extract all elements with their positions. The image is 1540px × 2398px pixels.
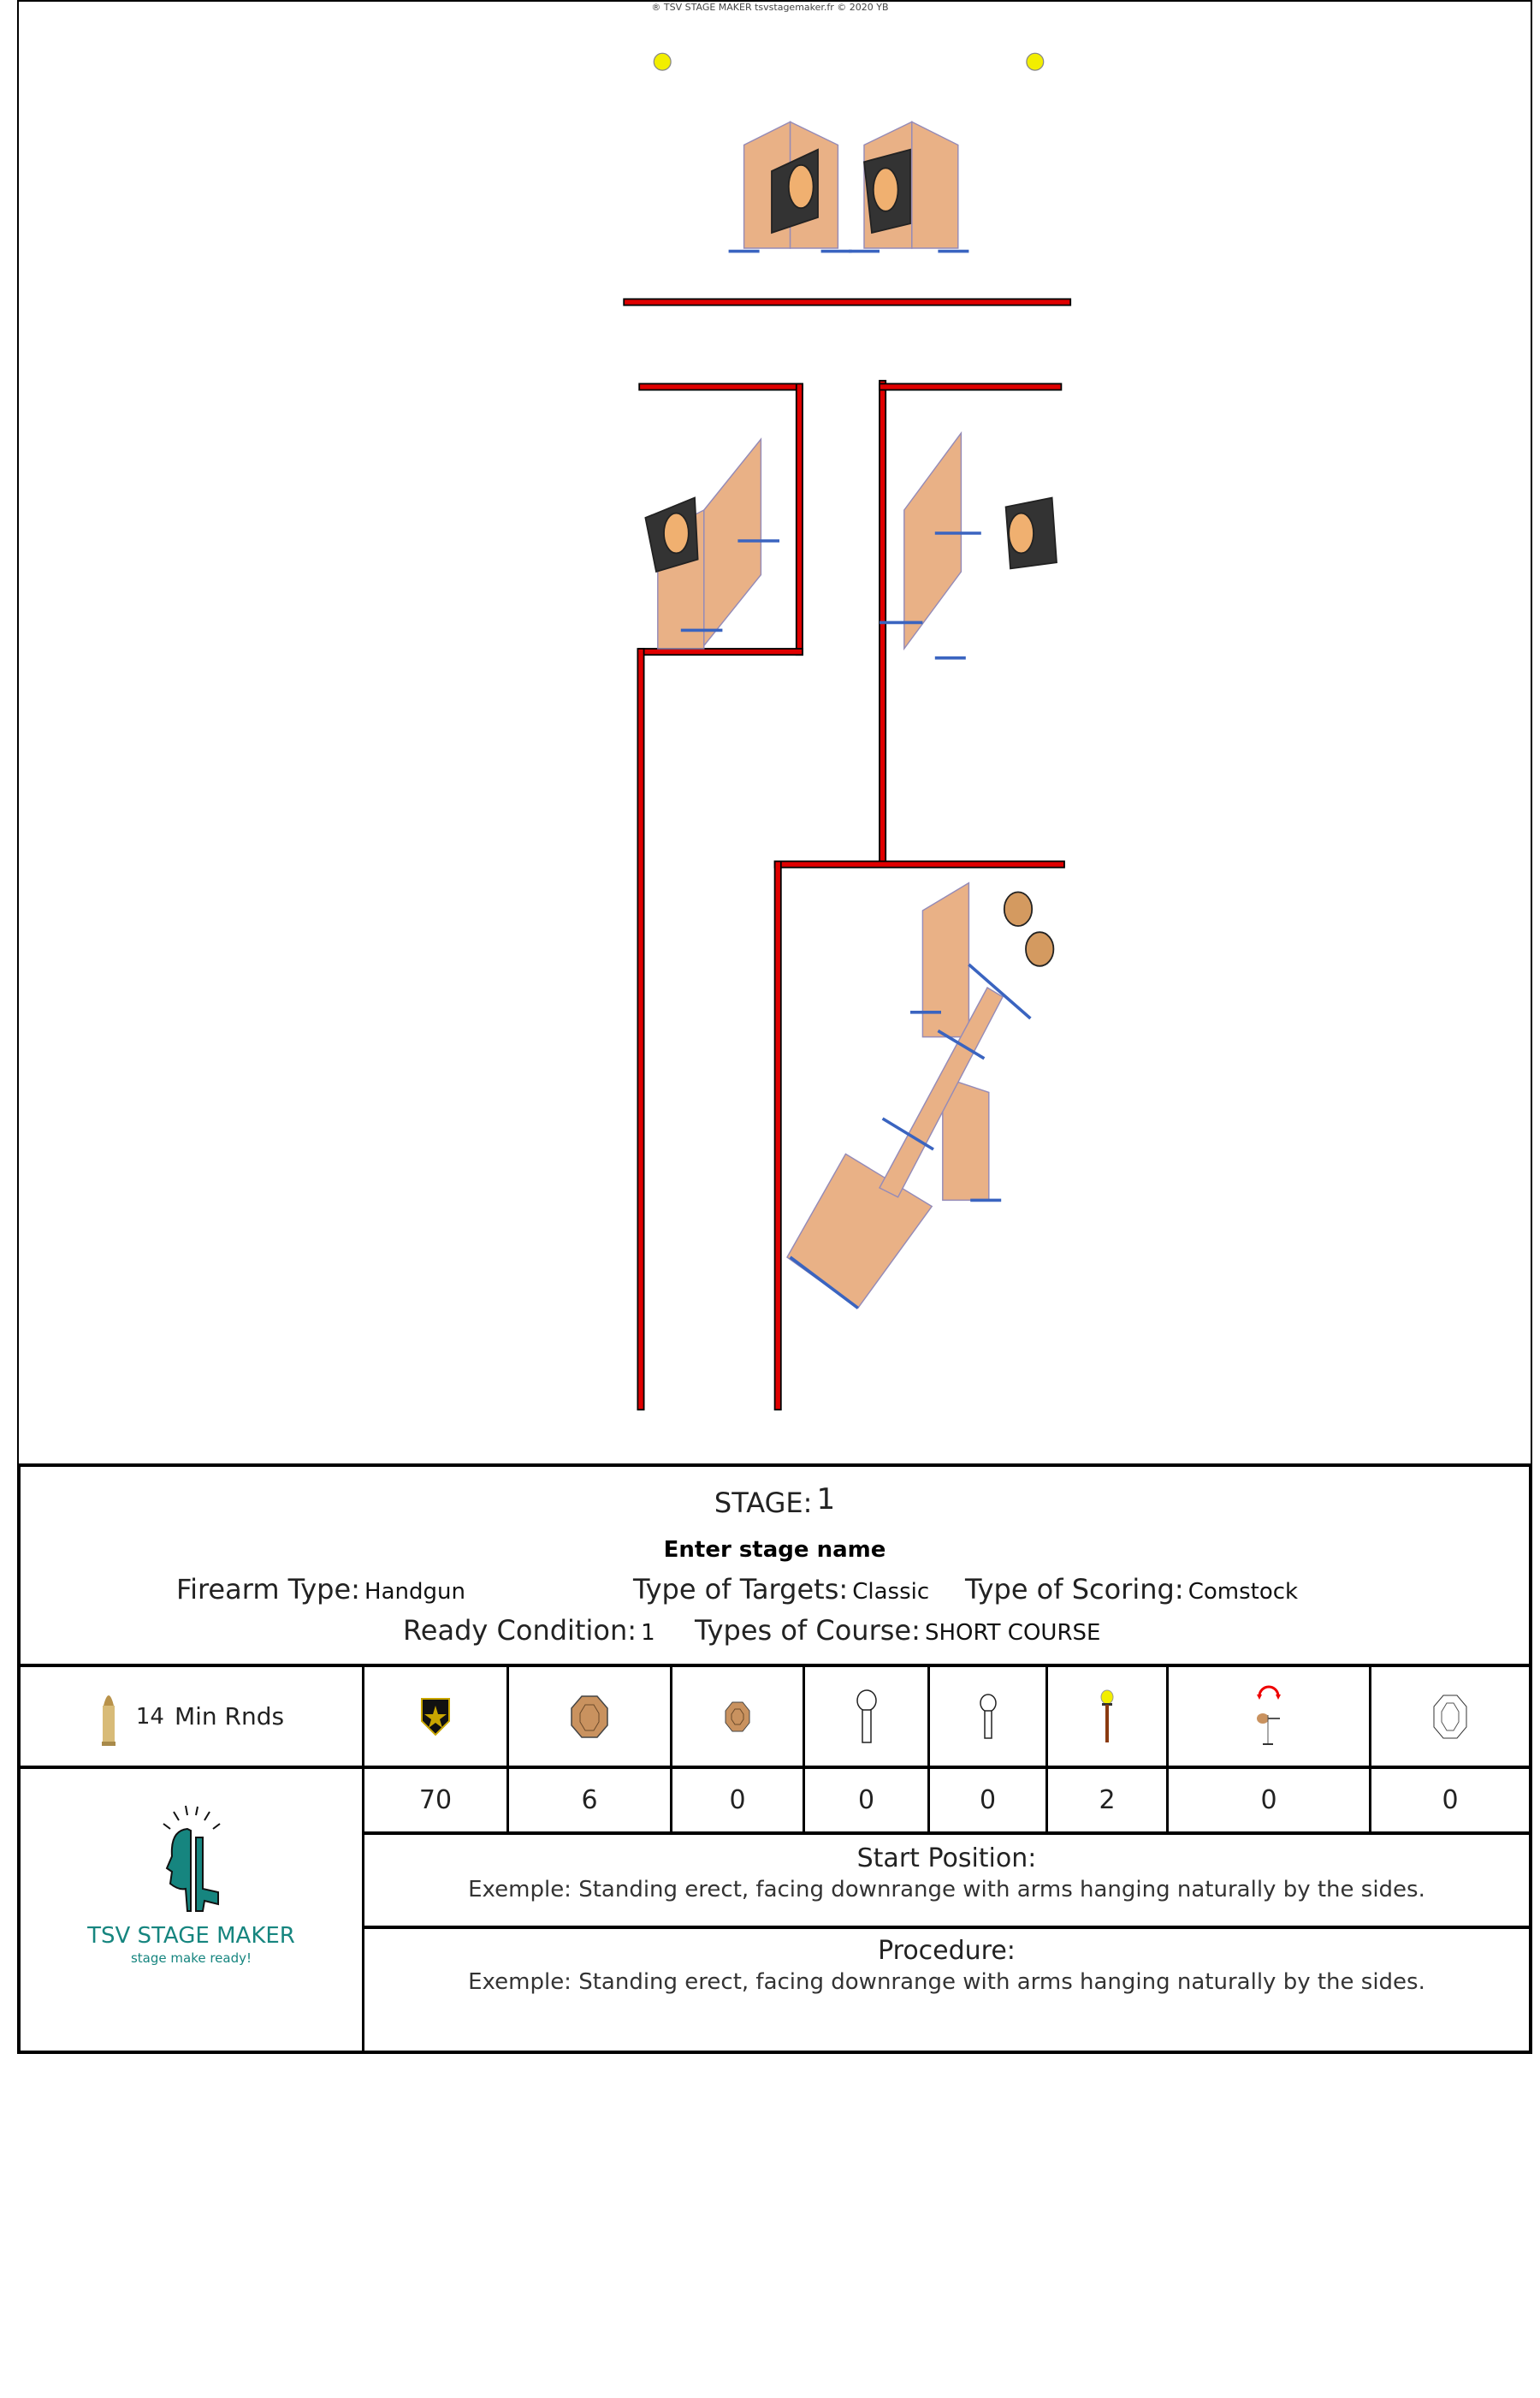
wall [638,383,803,391]
stands [680,249,1032,1309]
course-type-value[interactable]: SHORT COURSE [924,1620,1101,1646]
divider [21,1664,1529,1667]
wall [773,860,782,1411]
target-count-no-shoot[interactable]: 0 [1442,1785,1459,1815]
stage-label: STAGE: [714,1487,813,1519]
wall [795,383,803,656]
wall [637,648,645,1411]
scoring-type-label: Type of Scoring: [965,1573,1184,1606]
paper-target [663,512,690,555]
paper-target [1008,512,1034,555]
divider [362,1664,364,2054]
divider [21,1766,1529,1769]
min-rounds-label: Min Rnds [174,1702,285,1730]
logo: TSV STAGE MAKER stage make ready! [21,1805,362,1966]
steel-plate-markers [653,52,1045,71]
paper-target [1003,891,1034,927]
wall-panel [786,1153,933,1309]
start-position-title: Start Position: [856,1843,1037,1873]
firearm-type-value[interactable]: Handgun [364,1579,465,1605]
mini-paper-target-icon [725,1701,750,1731]
target-type-value[interactable]: Classic [852,1579,930,1605]
no-shoot-target-icon [1433,1695,1467,1738]
paper-target [787,163,814,210]
no-shoot-panel [903,430,962,651]
wall [773,860,1065,869]
stage-number[interactable]: 1 [816,1482,836,1517]
target-count-steel-plate[interactable]: 2 [1099,1785,1116,1815]
bullet-icon [101,1695,116,1746]
swinger-target-icon [1257,1685,1281,1745]
target-count-swinger[interactable]: 0 [1260,1785,1277,1815]
wall [638,648,803,656]
badge-target-icon [421,1697,450,1736]
ready-condition-value[interactable]: 1 [641,1620,655,1646]
procedure-text[interactable]: Exemple: Standing erect, facing downrang… [468,1969,1425,1995]
logo-title: TSV STAGE MAKER [87,1923,295,1949]
stage-diagram[interactable] [17,0,1532,1463]
port-arm [879,986,1004,1198]
steel-plate-marker [653,52,672,71]
target-count-badge[interactable]: 70 [418,1785,453,1815]
paper-target [1025,931,1055,967]
logo-head-icon [162,1805,221,1912]
target-count-mini-popper[interactable]: 0 [979,1785,997,1815]
divider [362,1831,1529,1835]
wall [623,298,1072,306]
wall [879,383,1063,391]
popper-icon [856,1689,877,1743]
paper-targets [644,148,1057,967]
logo-tagline: stage make ready! [130,1950,252,1966]
stage-layout [623,52,1072,1411]
copyright-text: ® TSV STAGE MAKER tsvstagemaker.fr © 202… [651,2,889,13]
ready-condition-label: Ready Condition: [403,1614,637,1647]
scoring-type-value[interactable]: Comstock [1188,1579,1299,1605]
procedure-title: Procedure: [878,1936,1016,1966]
target-count-mini-paper[interactable]: 0 [729,1785,746,1815]
firearm-type-label: Firearm Type: [176,1573,360,1606]
divider [362,1926,1529,1929]
min-rounds-count: 14 [135,1703,164,1730]
no-shoot-panel [911,121,959,249]
target-count-paper[interactable]: 6 [581,1785,598,1815]
stage-info-sheet: STAGE: 1 Enter stage name Firearm Type: … [17,1463,1532,2054]
course-type-label: Types of Course: [695,1614,921,1647]
mini-popper-icon [979,1693,997,1739]
target-type-label: Type of Targets: [633,1573,849,1606]
no-shoot-panel [703,437,762,648]
steel-plate-icon [1100,1689,1114,1742]
paper-target [872,167,899,212]
steel-plate-marker [1026,52,1045,71]
paper-target-icon [571,1695,608,1738]
start-position-text[interactable]: Exemple: Standing erect, facing downrang… [468,1877,1425,1902]
target-count-popper[interactable]: 0 [857,1785,875,1815]
stage-name-input[interactable]: Enter stage name [663,1537,886,1563]
